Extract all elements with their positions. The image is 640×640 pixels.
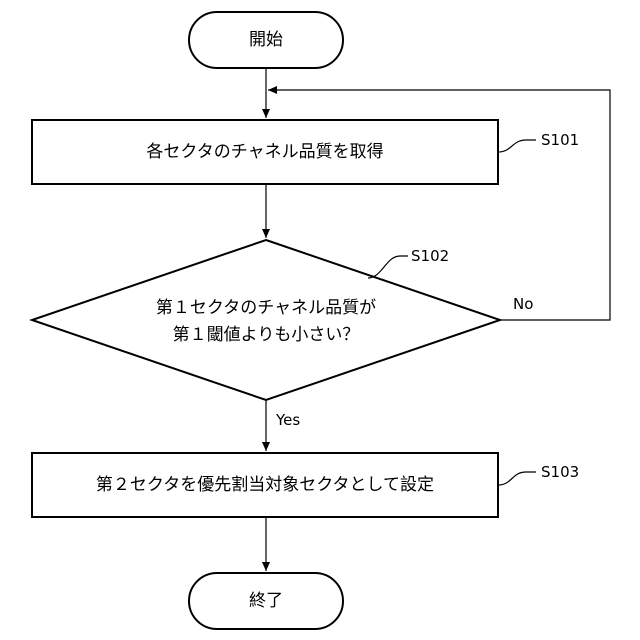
decision-node-line1: 第１セクタのチャネル品質が xyxy=(156,298,376,318)
step-id-s101: S101 xyxy=(541,131,579,149)
end-node-label: 終了 xyxy=(249,591,283,611)
start-node: 開始 xyxy=(189,12,343,68)
step-id-s102: S102 xyxy=(411,247,449,265)
process-node-s103: 第２セクタを優先割当対象セクタとして設定 xyxy=(32,453,498,517)
process-node-s103-label: 第２セクタを優先割当対象セクタとして設定 xyxy=(96,475,434,495)
end-node: 終了 xyxy=(189,573,343,629)
s102-leader-line xyxy=(368,256,408,278)
process-node-s101: 各セクタのチャネル品質を取得 xyxy=(32,120,498,184)
decision-node-line2: 第１閾値よりも小さい？ xyxy=(173,325,360,345)
s103-leader-line xyxy=(498,472,536,485)
step-id-s103: S103 xyxy=(541,463,579,481)
process-node-s101-label: 各セクタのチャネル品質を取得 xyxy=(146,142,383,162)
no-branch-label: No xyxy=(513,295,533,313)
s101-leader-line xyxy=(498,140,536,152)
start-node-label: 開始 xyxy=(249,30,283,50)
yes-branch-label: Yes xyxy=(275,411,300,429)
